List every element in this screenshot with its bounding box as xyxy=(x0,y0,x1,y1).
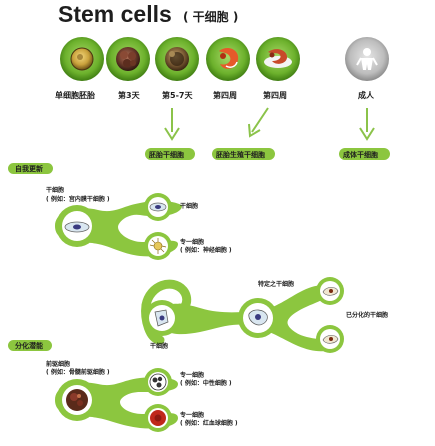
specific-stem-cell-label: 特定之干细胞 xyxy=(258,280,294,288)
fetus-week4b-icon xyxy=(264,49,292,68)
pill-germ-label: 胚胎生殖干细胞 xyxy=(216,150,265,159)
pill-embryonic-stem-cell: 胚胎干细胞 xyxy=(145,148,195,160)
precursor-cell-example: ( 例如：骨髓前驱细胞 ) xyxy=(46,368,110,376)
pill-germ-stem-cell: 胚胎生殖干细胞 xyxy=(212,148,275,160)
stage-week4 xyxy=(206,37,250,81)
title-chinese: ( 干细胞 ) xyxy=(183,9,238,24)
endometrial-stem-cell-icon xyxy=(64,221,90,233)
daughter-stem-label: 干细胞 xyxy=(180,202,198,210)
self-renewal-label: 自我更新 xyxy=(15,164,43,173)
daughter-stem-cell-icon xyxy=(149,202,167,212)
differentiated-cell-icon-1 xyxy=(322,287,339,296)
differentiated-stem-cell-label: 已分化的干细胞 xyxy=(346,311,388,319)
specialized-cell-example-1: ( 例如：神经细胞 ) xyxy=(180,246,232,254)
fetus-week4-icon xyxy=(219,47,239,69)
differentiated-cell-icon-2 xyxy=(322,335,339,344)
neutrophil-icon xyxy=(149,373,167,391)
pill-adult-stem-cell: 成体干细胞 xyxy=(339,148,390,160)
stage-adult xyxy=(345,37,389,81)
middle-stem-cell-icon xyxy=(154,309,169,327)
differentiation-label: 分化潜能 xyxy=(15,341,43,350)
stage-label-single-cell: 单细胞胚胎 xyxy=(55,90,95,100)
self-renewal-pill: 自我更新 xyxy=(8,163,53,174)
stage-label-adult: 成人 xyxy=(358,90,375,100)
specialized-cell-label-b: 专一细胞 xyxy=(180,411,204,419)
specialized-cell-example-b: ( 例如：红血球细胞 ) xyxy=(180,419,238,427)
specialized-cell-example-a: ( 例如：中性细胞 ) xyxy=(180,379,232,387)
arrow-to-embryonic xyxy=(164,108,180,141)
stage-day3 xyxy=(106,37,150,81)
title-english: Stem cells xyxy=(58,1,172,27)
pill-embryonic-label: 胚胎干细胞 xyxy=(149,150,184,159)
stage-label-week4b: 第四周 xyxy=(263,90,287,100)
stage-week4b xyxy=(256,37,300,81)
differentiation-pill: 分化潜能 xyxy=(8,340,52,351)
adult-icon xyxy=(356,48,378,70)
day3-embryo-icon xyxy=(116,47,140,71)
stage-single-cell-embryo xyxy=(60,37,104,81)
specific-stem-cell-icon xyxy=(248,309,268,326)
arrow-to-germ xyxy=(248,107,269,138)
pill-adult-label: 成体干细胞 xyxy=(343,150,378,159)
stage-label-day5-7: 第5-7天 xyxy=(162,90,193,100)
stem-cell-label: 干细胞 xyxy=(46,186,64,194)
stage-label-day3: 第3天 xyxy=(118,90,141,100)
stage-blastocyst xyxy=(155,37,199,81)
stem-cell-example-label: ( 例如：宫内膜干细胞 ) xyxy=(46,195,110,203)
red-blood-cell-icon xyxy=(150,410,166,426)
middle-stem-cell-label: 干细胞 xyxy=(150,342,168,350)
nerve-cell-icon xyxy=(149,238,167,254)
specialized-cell-label-a: 专一细胞 xyxy=(180,371,204,379)
arrow-to-adult xyxy=(359,108,375,141)
bone-marrow-precursor-icon xyxy=(66,389,88,411)
specialized-cell-label-1: 专一细胞 xyxy=(180,238,204,246)
precursor-cell-label: 前驱细胞 xyxy=(46,360,70,368)
stage-label-week4a: 第四周 xyxy=(213,90,237,100)
